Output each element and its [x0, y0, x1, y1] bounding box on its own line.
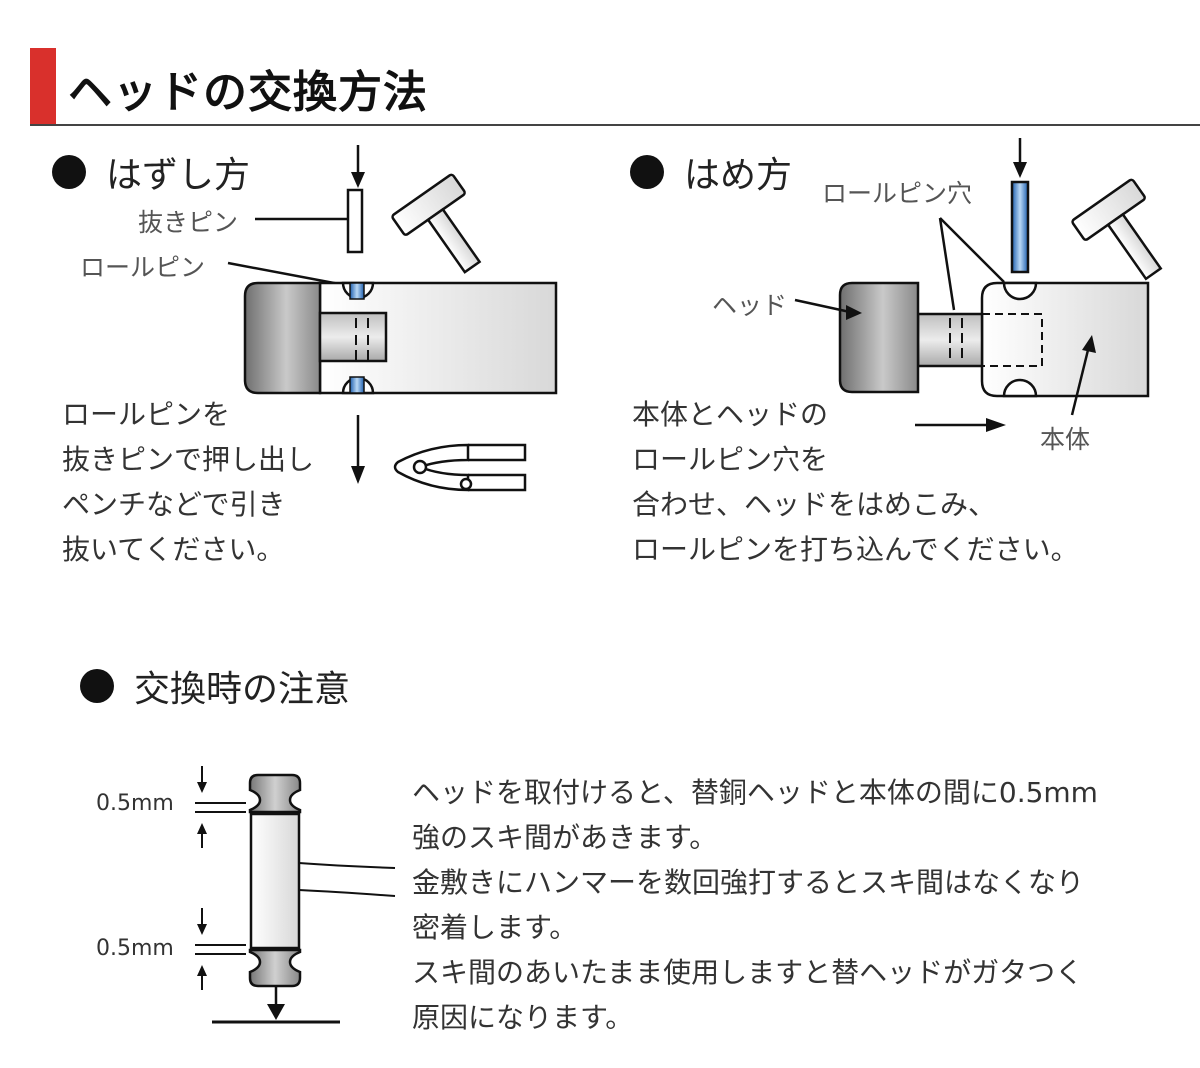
install-instructions: 本体とヘッドの ロールピン穴を 合わせ、ヘッドをはめこみ、 ロールピンを打ち込ん… [632, 398, 1079, 566]
caution-diagram [195, 766, 396, 1024]
caution-text: ヘッドを取付けると、替銅ヘッドと本体の間に0.5mm 強のスキ間があきます。 金… [412, 776, 1098, 1034]
label-roll-pin: ロールピン [80, 253, 206, 282]
bullet-icon [630, 155, 664, 189]
label-punch-tool: 抜きピン [138, 208, 239, 237]
install-diagram [794, 138, 1163, 432]
gap-label-bottom: 0.5mm [96, 936, 174, 961]
gap-label-top: 0.5mm [96, 791, 174, 816]
label-head: ヘッド [712, 291, 788, 320]
removal-diagram [227, 145, 558, 492]
label-roll-pin-hole: ロールピン穴 [822, 179, 973, 208]
remove-heading: はずし方 [52, 146, 250, 198]
caution-heading: 交換時の注意 [80, 660, 350, 712]
install-heading: はめ方 [630, 146, 792, 198]
bullet-icon [52, 155, 86, 189]
title-accent-bar [30, 48, 56, 124]
page-title: ヘッドの交換方法 [68, 67, 428, 118]
label-body: 本体 [1040, 425, 1091, 454]
remove-instructions: ロールピンを 抜きピンで押し出し ペンチなどで引き 抜いてください。 [62, 398, 315, 566]
bullet-icon [80, 669, 114, 703]
title-divider [30, 124, 1200, 126]
